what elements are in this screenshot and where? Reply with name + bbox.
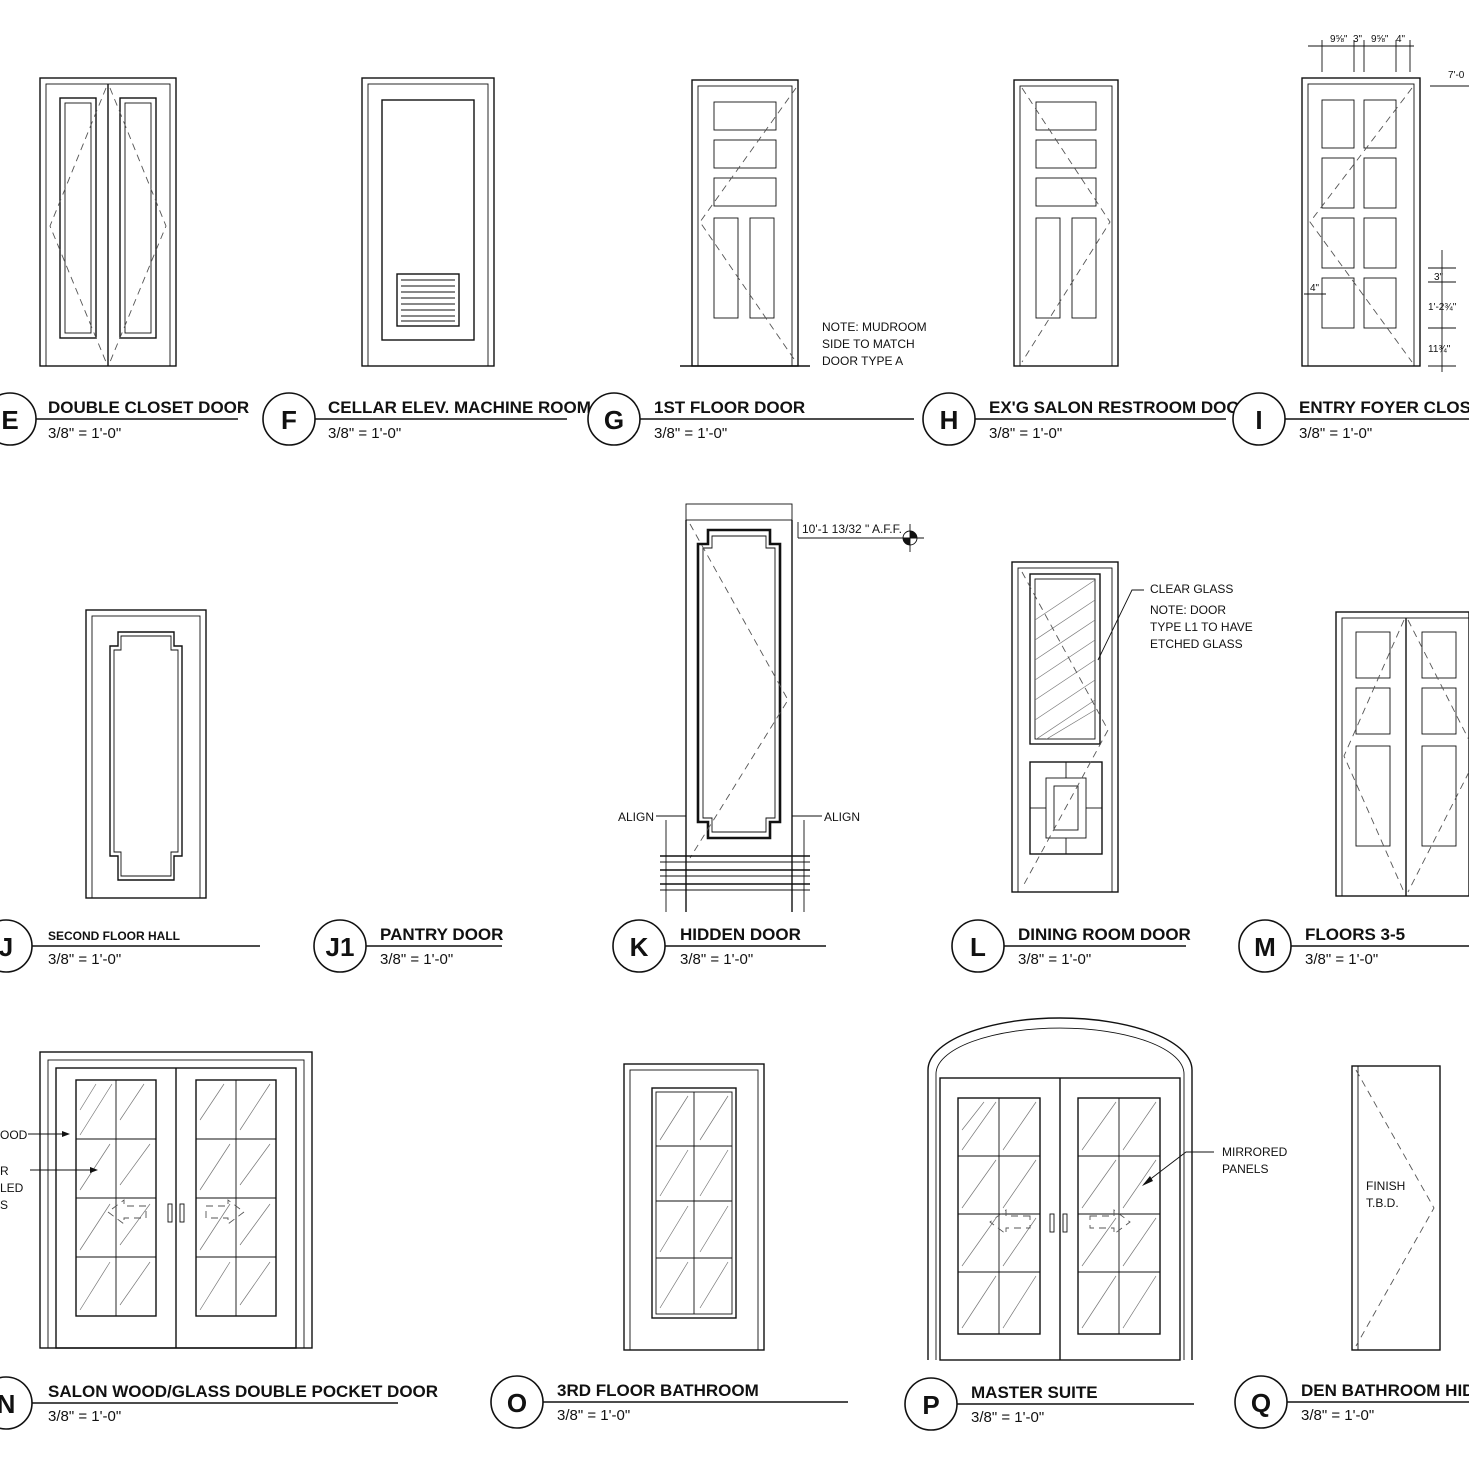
dim-i-stile: 4" [1310, 283, 1320, 294]
title-q: DEN BATHROOM HIDD [1301, 1381, 1469, 1400]
title-m: FLOORS 3-5 [1305, 925, 1405, 944]
q-note-line1: FINISH [1366, 1179, 1405, 1193]
l-note-line1: NOTE: DOOR [1150, 603, 1226, 617]
mark-h: H [940, 405, 959, 435]
title-block-n: N SALON WOOD/GLASS DOUBLE POCKET DOOR 3/… [0, 1376, 438, 1430]
title-i: ENTRY FOYER CLOSET [1299, 398, 1469, 417]
title-j: SECOND FLOOR HALL [48, 929, 180, 943]
elevation-q-drawing: FINISH T.B.D. [1351, 1065, 1441, 1351]
mark-j1: J1 [326, 932, 355, 962]
title-block-q: Q DEN BATHROOM HIDD 3/8" = 1'-0" [1234, 1375, 1469, 1429]
scale-j1: 3/8" = 1'-0" [380, 951, 453, 968]
elevation-p-drawing: MIRRORED PANELS [927, 1017, 1288, 1361]
dim-i-2: 3" [1353, 34, 1363, 45]
elevation-l-drawing: CLEAR GLASS NOTE: DOOR TYPE L1 TO HAVE E… [1011, 561, 1253, 893]
mark-i: I [1255, 405, 1262, 435]
mark-n: N [0, 1389, 15, 1419]
title-block-g: G 1ST FLOOR DOOR 3/8" = 1'-0" [587, 392, 914, 446]
elevation-g-drawing: NOTE: MUDROOM SIDE TO MATCH DOOR TYPE A [680, 79, 927, 368]
l-note-line3: ETCHED GLASS [1150, 637, 1243, 651]
title-block-i: I ENTRY FOYER CLOSET 3/8" = 1'-0" [1232, 392, 1469, 446]
title-block-k: K HIDDEN DOOR 3/8" = 1'-0" [612, 919, 826, 973]
n-note-wood: OOD [0, 1128, 28, 1142]
title-o: 3RD FLOOR BATHROOM [557, 1381, 759, 1400]
title-h: EX'G SALON RESTROOM DOOR [989, 398, 1252, 417]
scale-g: 3/8" = 1'-0" [654, 425, 727, 442]
mark-q: Q [1251, 1388, 1271, 1418]
title-p: MASTER SUITE [971, 1383, 1098, 1402]
scale-i: 3/8" = 1'-0" [1299, 425, 1372, 442]
elevation-j-drawing [85, 609, 207, 899]
note-mudroom-line2: SIDE TO MATCH [822, 337, 915, 351]
elevation-f-drawing [361, 77, 495, 367]
mark-f: F [281, 405, 297, 435]
dim-i-4: 4" [1396, 34, 1406, 45]
mark-j: J [0, 932, 13, 962]
title-f: CELLAR ELEV. MACHINE ROOM [328, 398, 591, 417]
title-block-l: L DINING ROOM DOOR 3/8" = 1'-0" [951, 919, 1191, 973]
scale-e: 3/8" = 1'-0" [48, 425, 121, 442]
q-note-line2: T.B.D. [1366, 1196, 1399, 1210]
dim-i-side-1: 3" [1434, 272, 1444, 283]
elevation-e-drawing [39, 77, 177, 367]
mark-e: E [1, 405, 18, 435]
title-n: SALON WOOD/GLASS DOUBLE POCKET DOOR [48, 1382, 438, 1401]
elevation-i-drawing: 9⅝" 3" 9⅝" 4" 7'-0 3" 1'-2¾" 11¾" 4" [1301, 34, 1469, 372]
dim-i-height: 7'-0 [1448, 70, 1465, 81]
title-block-h: H EX'G SALON RESTROOM DOOR 3/8" = 1'-0" [922, 392, 1252, 446]
scale-j: 3/8" = 1'-0" [48, 951, 121, 968]
mark-g: G [604, 405, 624, 435]
scale-m: 3/8" = 1'-0" [1305, 951, 1378, 968]
mark-p: P [922, 1390, 939, 1420]
mark-o: O [507, 1388, 527, 1418]
scale-p: 3/8" = 1'-0" [971, 1409, 1044, 1426]
k-aff: 10'-1 13/32 " A.F.F. [802, 522, 902, 536]
elevation-n-drawing: OOD R LED S [0, 1051, 313, 1349]
scale-f: 3/8" = 1'-0" [328, 425, 401, 442]
elevation-m-drawing [1335, 611, 1469, 897]
n-note-led: LED [0, 1181, 24, 1195]
l-clear-glass: CLEAR GLASS [1150, 582, 1233, 596]
title-block-j1: J1 PANTRY DOOR 3/8" = 1'-0" [313, 919, 503, 973]
p-note-line2: PANELS [1222, 1162, 1268, 1176]
n-note-r: R [0, 1164, 9, 1178]
dim-i-side-3: 11¾" [1428, 344, 1451, 355]
title-block-f: F CELLAR ELEV. MACHINE ROOM 3/8" = 1'-0" [262, 392, 591, 446]
title-block-o: O 3RD FLOOR BATHROOM 3/8" = 1'-0" [490, 1375, 848, 1429]
elevation-h-drawing [1013, 79, 1119, 367]
title-block-j: J SECOND FLOOR HALL 3/8" = 1'-0" [0, 919, 260, 973]
p-note-line1: MIRRORED [1222, 1145, 1288, 1159]
mark-m: M [1254, 932, 1276, 962]
elevation-o-drawing [623, 1063, 765, 1351]
title-block-e: E DOUBLE CLOSET DOOR 3/8" = 1'-0" [0, 392, 249, 446]
note-mudroom-line1: NOTE: MUDROOM [822, 320, 927, 334]
title-l: DINING ROOM DOOR [1018, 925, 1191, 944]
dim-i-1: 9⅝" [1330, 34, 1348, 45]
scale-h: 3/8" = 1'-0" [989, 425, 1062, 442]
title-j1: PANTRY DOOR [380, 925, 503, 944]
mark-l: L [970, 932, 986, 962]
n-note-s: S [0, 1198, 8, 1212]
title-k: HIDDEN DOOR [680, 925, 801, 944]
dim-i-side-2: 1'-2¾" [1428, 302, 1457, 313]
scale-o: 3/8" = 1'-0" [557, 1407, 630, 1424]
elevation-k-drawing: ALIGN ALIGN 10'-1 13/32 " A.F.F. [618, 503, 924, 912]
k-align-left: ALIGN [618, 810, 654, 824]
scale-q: 3/8" = 1'-0" [1301, 1407, 1374, 1424]
title-block-p: P MASTER SUITE 3/8" = 1'-0" [904, 1377, 1194, 1431]
k-align-right: ALIGN [824, 810, 860, 824]
scale-k: 3/8" = 1'-0" [680, 951, 753, 968]
title-e: DOUBLE CLOSET DOOR [48, 398, 249, 417]
title-g: 1ST FLOOR DOOR [654, 398, 805, 417]
scale-n: 3/8" = 1'-0" [48, 1408, 121, 1425]
dim-i-3: 9⅝" [1371, 34, 1389, 45]
scale-l: 3/8" = 1'-0" [1018, 951, 1091, 968]
mark-k: K [630, 932, 649, 962]
l-note-line2: TYPE L1 TO HAVE [1150, 620, 1253, 634]
note-mudroom-line3: DOOR TYPE A [822, 354, 903, 368]
title-block-m: M FLOORS 3-5 3/8" = 1'-0" [1238, 919, 1469, 973]
